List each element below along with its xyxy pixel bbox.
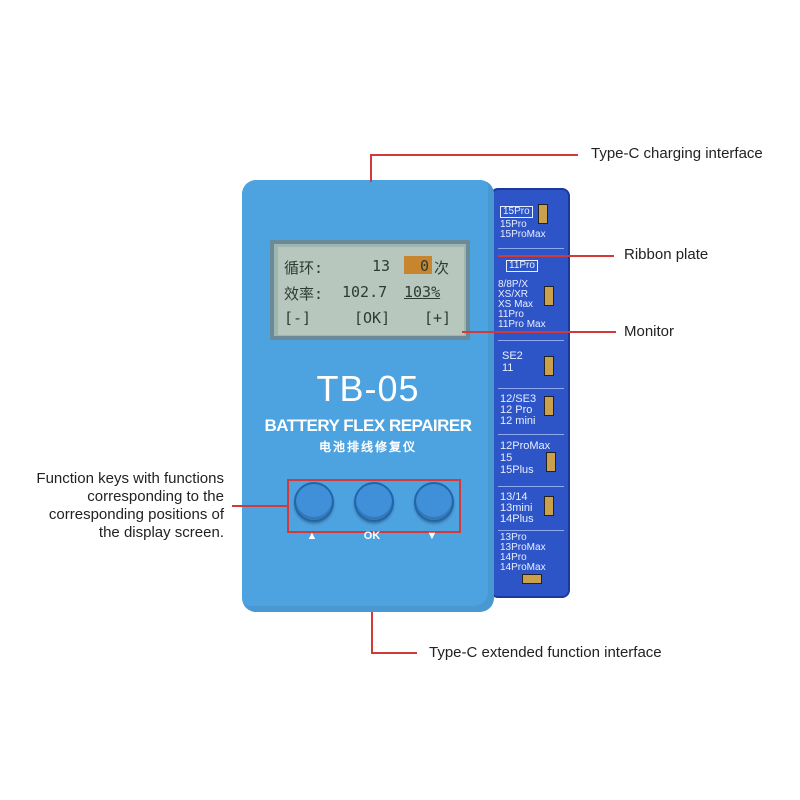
callout-extended-interface: Type-C extended function interface (429, 644, 662, 661)
connector-pad (546, 452, 556, 472)
pcb-divider (498, 434, 564, 435)
callout-line-ribbon (498, 255, 614, 257)
ok-key[interactable] (354, 482, 394, 522)
callout-ribbon-plate: Ribbon plate (624, 246, 709, 263)
callout-line-extended-h (371, 652, 417, 654)
callout-function-keys: Function keys with functions correspondi… (36, 470, 224, 541)
callout-line-keys (232, 505, 288, 507)
model-name: TB-05 (316, 368, 420, 409)
connector-pad (522, 574, 542, 584)
connector-pad (544, 286, 554, 306)
ribbon-plate: 15Pro 15Pro 15ProMax 11Pro 8/8P/X XS/XR … (490, 188, 570, 598)
connector-pad (544, 496, 554, 516)
pcb-label-12: 12/SE3 12 Pro 12 mini (500, 393, 537, 427)
monitor-lcd: 循环: 13 0 次 效率: 102.7 103% [-] [OK] [+] (278, 247, 464, 335)
lcd-softkey-right: [+] (424, 309, 452, 327)
callout-line-extended (371, 612, 373, 654)
lcd-efficiency-extra: 103% (404, 283, 441, 301)
up-key[interactable] (294, 482, 334, 522)
pcb-divider (498, 248, 564, 249)
lcd-cycle-value: 13 (372, 257, 391, 275)
function-keys-highlight (287, 479, 461, 533)
lcd-efficiency-value: 102.7 (342, 283, 388, 301)
connector-pad (544, 396, 554, 416)
pcb-boxed-label-11pro: 11Pro (506, 260, 538, 272)
callout-line-charging-h (370, 154, 578, 156)
pcb-divider (498, 530, 564, 531)
pcb-label-13pro-14pro: 13Pro 13ProMax 14Pro 14ProMax (500, 532, 546, 573)
callout-monitor: Monitor (624, 323, 675, 340)
ok-key-label: OK (363, 530, 381, 542)
pcb-label-15pro: 15Pro 15ProMax (500, 219, 546, 240)
model-subtitle: BATTERY FLEX REPAIRER (264, 416, 472, 435)
pcb-divider (498, 340, 564, 341)
callout-line-charging (370, 154, 372, 182)
lcd-cycle-highlight: 0 (420, 257, 430, 275)
callout-line-monitor (462, 331, 616, 333)
up-arrow-icon: ▲ (306, 530, 318, 542)
pcb-label-13-14: 13/14 13mini 14Plus (500, 491, 534, 525)
down-arrow-icon: ▼ (426, 530, 438, 542)
down-key[interactable] (414, 482, 454, 522)
callout-charging-interface: Type-C charging interface (591, 145, 763, 162)
pcb-divider (498, 486, 564, 487)
connector-pad (544, 356, 554, 376)
lcd-cycle-unit: 次 (434, 259, 450, 277)
lcd-softkey-left: [-] (284, 309, 312, 327)
pcb-label-12promax: 12ProMax 15 15Plus (500, 440, 551, 476)
connector-pad (538, 204, 548, 224)
lcd-efficiency-label: 效率: (284, 285, 324, 303)
lcd-softkey-ok: [OK] (354, 309, 391, 327)
lcd-cycle-label: 循环: (284, 259, 324, 277)
model-subtitle-cn: 电池排线修复仪 (318, 440, 417, 454)
lcd-highlight (404, 256, 432, 274)
pcb-divider (498, 388, 564, 389)
pcb-label-se2: SE2 11 (502, 350, 523, 374)
pcb-label-8-11pro: 8/8P/X XS/XR XS Max 11Pro 11Pro Max (498, 279, 546, 330)
pcb-boxed-label-15pro: 15Pro (500, 206, 533, 218)
